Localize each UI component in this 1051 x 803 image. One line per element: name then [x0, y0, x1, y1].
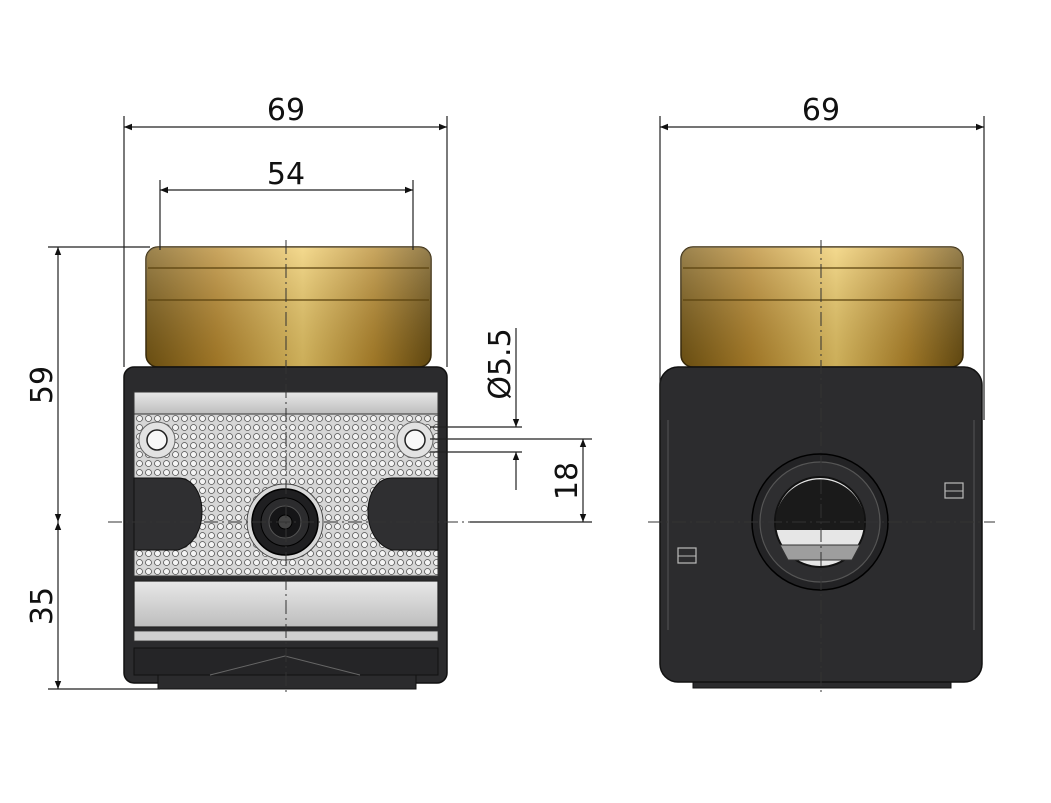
dim-front-width-overall: 69	[267, 93, 305, 128]
front-cap	[145, 246, 432, 368]
mounting-hole-right	[396, 421, 434, 459]
dim-hole-diameter: Ø5.5	[483, 328, 518, 399]
front-view: 69 54 59 35 Ø5.5 18	[25, 93, 592, 695]
dim-side-width-overall: 69	[802, 93, 840, 128]
dim-hole-offset: 18	[550, 462, 585, 500]
dim-front-height-bottom: 35	[25, 587, 60, 625]
dim-front-height-top: 59	[25, 366, 60, 404]
dim-front-width-cap: 54	[267, 157, 305, 192]
side-view: 69	[648, 93, 995, 695]
side-cap	[680, 246, 964, 368]
mounting-hole-left	[138, 421, 176, 459]
